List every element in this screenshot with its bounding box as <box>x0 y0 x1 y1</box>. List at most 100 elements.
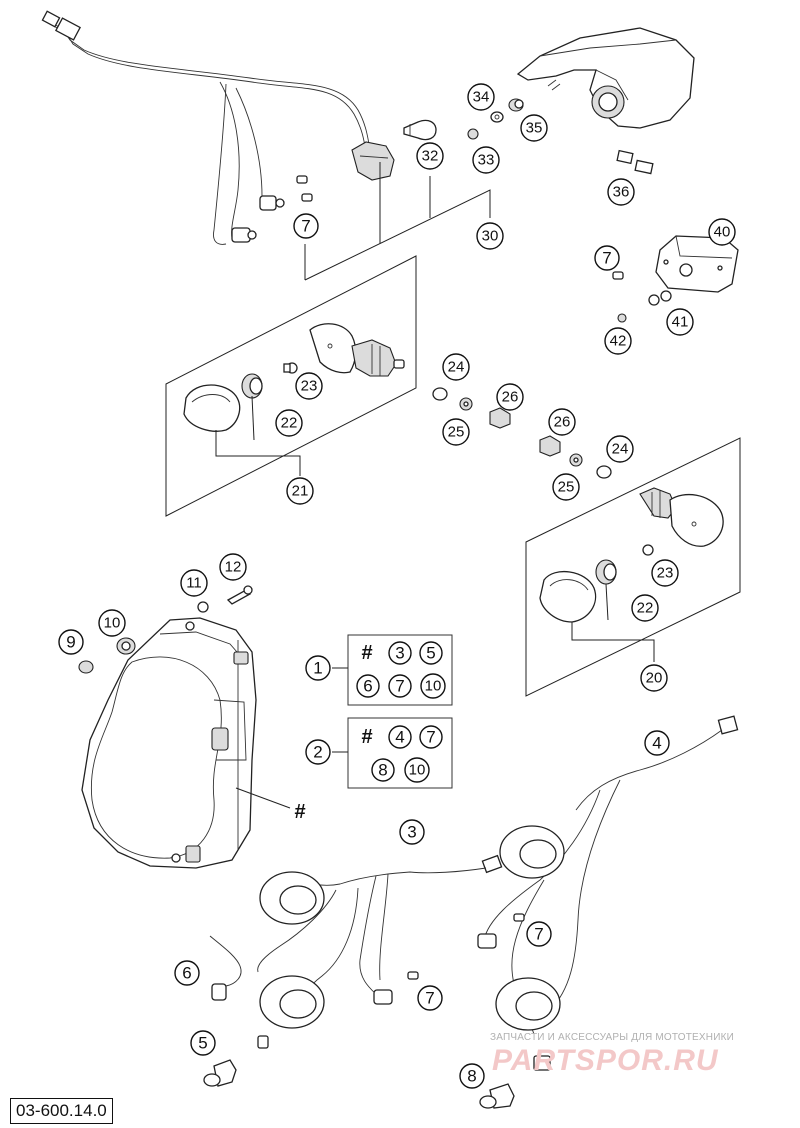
svg-text:7: 7 <box>301 217 310 236</box>
svg-text:10: 10 <box>425 678 442 695</box>
callout-c25b: 25 <box>552 473 580 501</box>
callout-c8: 8 <box>459 1063 485 1089</box>
svg-text:12: 12 <box>225 559 242 576</box>
callout-c23a: 23 <box>295 372 323 400</box>
kit-2-hash: # <box>361 726 372 748</box>
svg-text:3: 3 <box>395 644 404 663</box>
svg-text:5: 5 <box>198 1034 207 1053</box>
callout-c40: 40 <box>708 218 736 246</box>
svg-text:7: 7 <box>534 925 543 944</box>
callout-c10a: 10 <box>98 609 126 637</box>
callout-c30: 30 <box>476 222 504 250</box>
rear-light-assembly <box>41 10 695 281</box>
callout-c22a: 22 <box>275 409 303 437</box>
kit-2-item: 10 <box>404 757 430 783</box>
svg-text:20: 20 <box>646 670 663 687</box>
svg-text:3: 3 <box>407 823 416 842</box>
svg-text:36: 36 <box>613 184 630 201</box>
kit-1-item: 10 <box>420 673 446 699</box>
callout-c41: 41 <box>666 308 694 336</box>
headlight-harness-4 <box>477 715 739 1109</box>
callout-c24a: 24 <box>442 353 470 381</box>
svg-text:4: 4 <box>395 728 404 747</box>
svg-text:35: 35 <box>526 120 543 137</box>
turn-signal-assembly-left <box>165 255 417 517</box>
kit-2-item: 8 <box>371 758 395 782</box>
callout-c7d: 7 <box>417 985 443 1011</box>
kit-1-label: 1 <box>305 655 331 681</box>
callout-c26a: 26 <box>496 383 524 411</box>
svg-text:7: 7 <box>426 728 435 747</box>
callout-c9: 9 <box>58 629 84 655</box>
svg-text:6: 6 <box>182 964 191 983</box>
svg-text:40: 40 <box>714 224 731 241</box>
callout-c7c: 7 <box>526 921 552 947</box>
svg-text:5: 5 <box>426 644 435 663</box>
callout-c26b: 26 <box>548 408 576 436</box>
callout-c42: 42 <box>604 327 632 355</box>
callout-c32: 32 <box>416 142 444 170</box>
svg-text:10: 10 <box>104 615 121 632</box>
svg-text:24: 24 <box>612 441 629 458</box>
hash-label-headlight: # <box>294 801 305 823</box>
kit-1-item: 5 <box>419 641 443 665</box>
kit-2-item: 7 <box>419 725 443 749</box>
svg-text:41: 41 <box>672 314 689 331</box>
callout-c23b: 23 <box>651 559 679 587</box>
svg-text:1: 1 <box>313 659 322 678</box>
callout-c7a: 7 <box>293 213 319 239</box>
callout-c36: 36 <box>607 178 635 206</box>
headlight-assembly <box>78 585 291 869</box>
callout-c7b: 7 <box>594 245 620 271</box>
svg-text:32: 32 <box>422 148 439 165</box>
kit-1-item: 6 <box>356 674 380 698</box>
svg-text:8: 8 <box>378 761 387 780</box>
svg-text:26: 26 <box>502 389 519 406</box>
mounting-hardware <box>432 387 612 479</box>
svg-text:25: 25 <box>558 479 575 496</box>
svg-text:8: 8 <box>467 1067 476 1086</box>
kit-2-item: 4 <box>388 725 412 749</box>
license-plate-light <box>612 235 739 323</box>
svg-text:33: 33 <box>478 152 495 169</box>
kit-1-item: 7 <box>388 674 412 698</box>
headlight-harness-3 <box>203 854 503 1087</box>
svg-text:30: 30 <box>482 228 499 245</box>
callout-c22b: 22 <box>631 594 659 622</box>
callout-c3: 3 <box>399 819 425 845</box>
svg-text:22: 22 <box>281 415 298 432</box>
svg-text:42: 42 <box>610 333 627 350</box>
callout-c25a: 25 <box>442 418 470 446</box>
kit-1-item: 3 <box>388 641 412 665</box>
callout-c4: 4 <box>644 730 670 756</box>
svg-text:21: 21 <box>292 483 309 500</box>
drawing-number: 03-600.14.0 <box>10 1098 113 1124</box>
svg-text:7: 7 <box>425 989 434 1008</box>
callout-c20: 20 <box>640 664 668 692</box>
callout-c33: 33 <box>472 146 500 174</box>
svg-text:23: 23 <box>657 565 674 582</box>
callout-c34: 34 <box>467 83 495 111</box>
svg-text:6: 6 <box>363 677 372 696</box>
callout-c35: 35 <box>520 114 548 142</box>
watermark-logo: PARTSPOR.RU <box>492 1044 719 1077</box>
svg-text:10: 10 <box>409 762 426 779</box>
svg-text:23: 23 <box>301 378 318 395</box>
turn-signal-assembly-right <box>525 437 741 697</box>
svg-text:7: 7 <box>395 677 404 696</box>
watermark-tagline: ЗАПЧАСТИ И АКСЕССУАРЫ ДЛЯ МОТОТЕХНИКИ <box>490 1032 735 1043</box>
svg-text:2: 2 <box>313 743 322 762</box>
kit-2-label: 2 <box>305 739 331 765</box>
callout-c11: 11 <box>180 569 208 597</box>
svg-text:34: 34 <box>473 89 490 106</box>
svg-text:11: 11 <box>186 575 202 592</box>
svg-text:22: 22 <box>637 600 654 617</box>
svg-text:7: 7 <box>602 249 611 268</box>
svg-text:24: 24 <box>448 359 465 376</box>
svg-text:4: 4 <box>652 734 661 753</box>
callout-c12: 12 <box>219 553 247 581</box>
callout-c21: 21 <box>286 477 314 505</box>
callout-c6: 6 <box>174 960 200 986</box>
